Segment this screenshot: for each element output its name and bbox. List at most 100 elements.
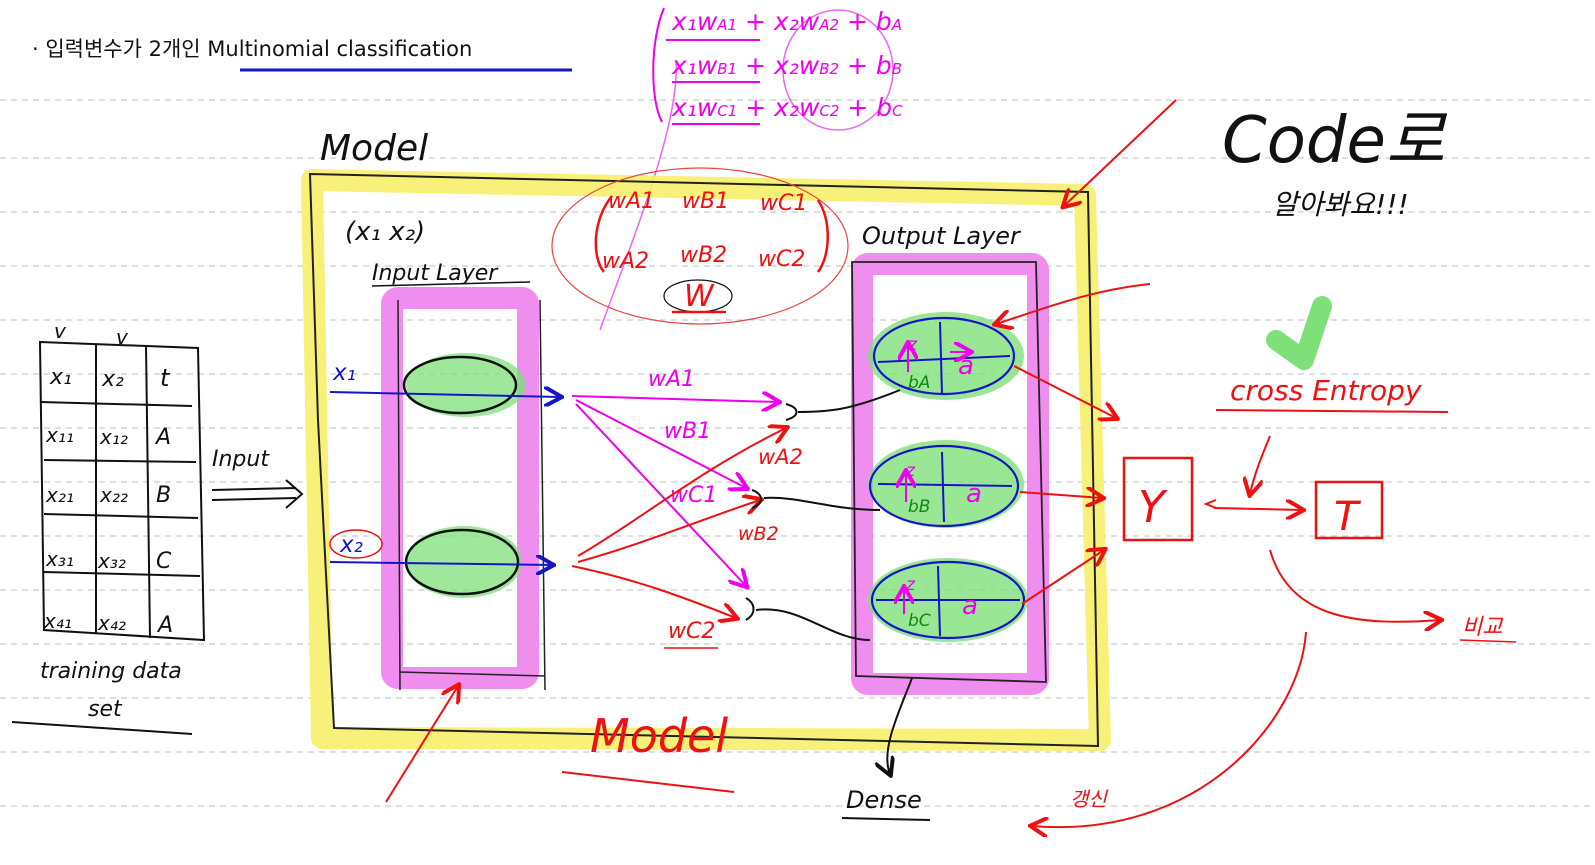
matrix-symbol: W [684, 279, 715, 314]
check-mark-x1: v [54, 319, 67, 343]
table-cell-r2c1: x₂₁ [45, 483, 74, 507]
input-node-x2-label: x₂ [339, 532, 363, 558]
edges-from-x2 [571, 428, 786, 618]
table-header-t: t [160, 364, 171, 392]
table-cell-r1c1: x₁₁ [45, 423, 74, 447]
output-node-b-z: z [905, 461, 916, 481]
eq-b-sub3: B [892, 60, 902, 78]
input-layer-bar [381, 287, 539, 689]
table-caption-line2: set [88, 697, 123, 722]
table-header-x2: x₂ [101, 367, 124, 392]
weight-matrix: wA1 wB1 wC1 wA2 wB2 wC2 W [551, 167, 849, 325]
matrix-wb2: wB2 [680, 243, 727, 268]
table-cell-r3c2: x₃₂ [97, 549, 126, 573]
eq-b-sub2: B2 [819, 60, 839, 78]
update-label: 갱신 [1070, 787, 1108, 811]
table-cell-r4c3: A [156, 613, 173, 638]
notebook-lines [0, 99, 1595, 807]
eq-b-term1: x₁w [671, 51, 718, 80]
matrix-wa1: wA1 [608, 189, 655, 214]
eq-a-sub2: A2 [818, 16, 839, 34]
equations-block: x₁wA1 + x₂wA2 + bA x₁wB1 + x₂wB2 + bB x₁… [599, 7, 903, 331]
eq-c-sub2: C2 [819, 102, 839, 120]
y-output-label: Y [1138, 482, 1168, 533]
t-target-box [1314, 480, 1384, 540]
eq-c-term1: x₁w [671, 93, 718, 122]
eq-b-term2: + x₂w [737, 51, 820, 80]
output-node-b-bias: bB [908, 497, 930, 517]
equation-row-c: x₁wC1 + x₂wC2 + bC [671, 93, 903, 122]
code-note-subtitle: 알아봐요!!! [1272, 188, 1409, 221]
check-mark-x2: v [116, 325, 129, 349]
output-layer-bar [851, 253, 1049, 695]
code-note-title: Code로 [1222, 104, 1448, 178]
table-cell-r2c2: x₂₂ [99, 483, 128, 507]
output-node-c-act: a [962, 591, 978, 621]
eq-a-term3: + b [839, 7, 892, 36]
input-layer-label: Input Layer [372, 261, 499, 286]
eq-c-term2: + x₂w [737, 93, 820, 122]
matrix-wb1: wB1 [682, 189, 729, 214]
table-cell-r4c1: x₄₁ [43, 609, 72, 633]
matrix-wc2: wC2 [758, 247, 805, 272]
table-cell-r2c3: B [156, 483, 171, 508]
matrix-wc1: wC1 [760, 191, 807, 216]
edge-label-wb1: wB1 [664, 419, 711, 444]
cross-entropy-label: cross Entropy [1230, 374, 1422, 407]
eq-a-term1: x₁w [671, 7, 718, 36]
output-node-c-z: z [905, 575, 916, 595]
model-label-top: Model [320, 128, 428, 169]
equation-row-a: x₁wA1 + x₂wA2 + bA [671, 7, 902, 36]
edge-label-wa2: wA2 [758, 445, 803, 469]
y-output-box [1122, 456, 1194, 542]
table-caption-line1: training data [40, 659, 182, 684]
eq-a-sub1: A1 [716, 16, 737, 34]
eq-a-term2: + x₂w [737, 7, 820, 36]
model-frame-highlight [301, 169, 1111, 751]
table-header-x1: x₁ [49, 365, 72, 390]
training-table [38, 340, 206, 642]
eq-c-sub1: C1 [717, 102, 737, 120]
dense-label: Dense [846, 786, 922, 814]
equation-row-b: x₁wB1 + x₂wB2 + bB [671, 51, 902, 80]
model-frame-border [308, 172, 1100, 748]
t-target-label: T [1334, 494, 1362, 540]
output-to-y-arrows [996, 99, 1177, 605]
edge-label-wc2: wC2 [668, 619, 715, 644]
edges-from-x1 [571, 396, 778, 586]
edge-label-wb2: wB2 [738, 523, 779, 545]
output-node-b [868, 440, 1024, 528]
summing-junctions [745, 389, 901, 641]
output-node-c-bias: bC [908, 611, 931, 631]
eq-b-sub1: B1 [717, 60, 737, 78]
table-cell-r4c2: x₄₂ [97, 611, 126, 635]
green-check-icon [1266, 296, 1332, 370]
output-node-a-bias: bA [908, 373, 930, 393]
table-cell-r3c3: C [156, 549, 172, 574]
output-layer-label: Output Layer [862, 222, 1022, 250]
output-node-a [868, 312, 1024, 400]
eq-c-term3: + b [839, 93, 892, 122]
input-pair-label: (x₁ x₂) [345, 217, 425, 247]
model-label-bottom: Model [590, 709, 728, 763]
output-node-a-z: z [907, 335, 918, 355]
matrix-wa2: wA2 [602, 249, 649, 274]
input-node-x1-label: x₁ [332, 360, 356, 386]
eq-c-sub3: C [892, 102, 903, 120]
edge-label-wa1: wA1 [648, 367, 695, 392]
table-cell-r1c2: x₁₂ [99, 425, 128, 449]
compare-label: 비교 [1462, 615, 1504, 640]
eq-a-sub3: A [891, 16, 902, 34]
edge-label-wc1: wC1 [670, 483, 717, 508]
table-cell-r3c1: x₃₁ [45, 547, 74, 571]
output-node-a-act: a [958, 351, 974, 381]
output-node-c [868, 558, 1028, 642]
page-heading: · 입력변수가 2개인 Multinomial classification [32, 37, 472, 61]
output-node-b-act: a [966, 479, 982, 509]
input-node-x2 [404, 526, 522, 598]
input-arrow-label: Input [212, 447, 270, 472]
eq-b-term3: + b [839, 51, 892, 80]
table-cell-r1c3: A [154, 425, 171, 450]
input-node-x1 [402, 353, 526, 417]
